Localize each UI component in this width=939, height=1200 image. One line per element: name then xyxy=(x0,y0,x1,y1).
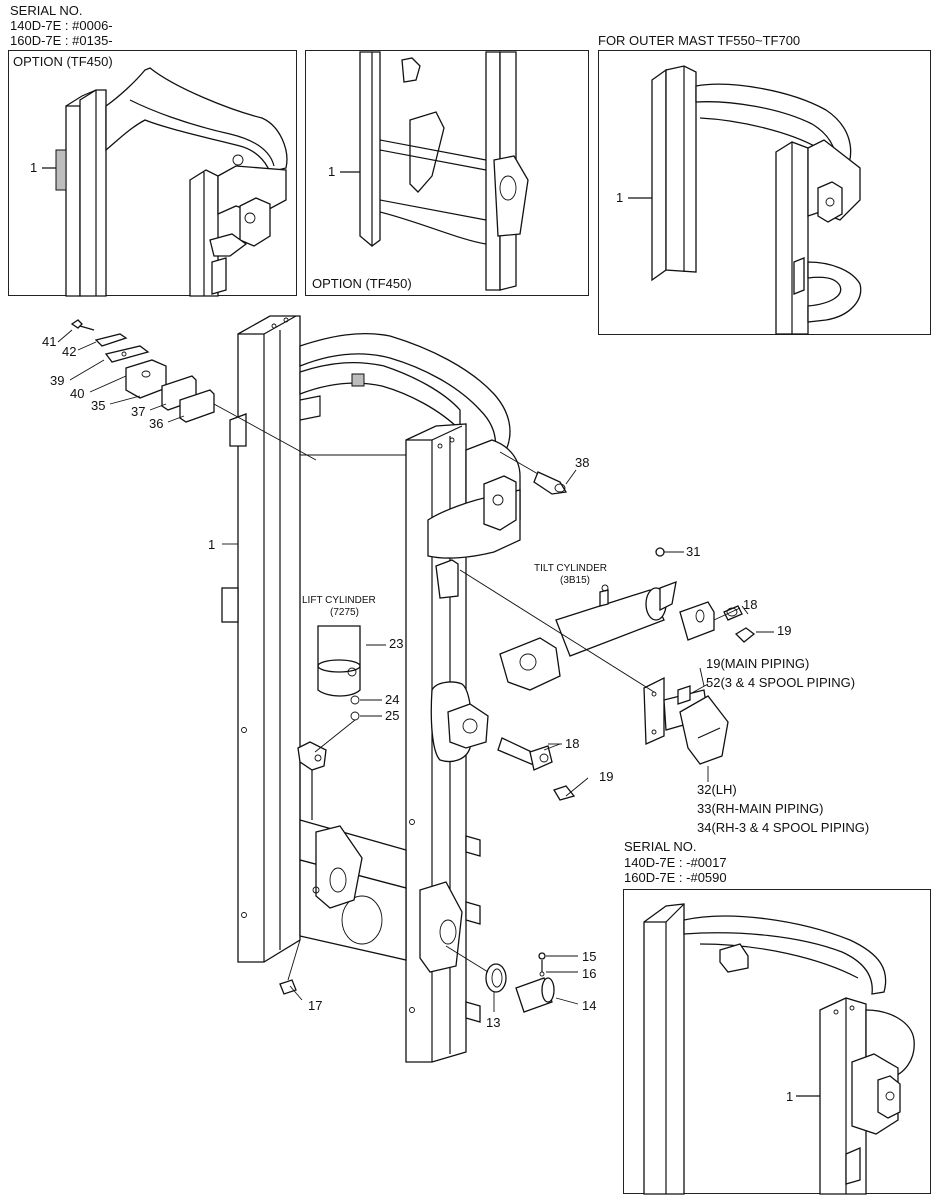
callout-41: 41 xyxy=(42,334,57,349)
inset-c-mast xyxy=(628,65,862,335)
inset-d-mast xyxy=(643,903,915,1195)
tilt-cylinder xyxy=(499,547,756,691)
leader-lines xyxy=(57,329,774,745)
hose-guard xyxy=(459,569,729,782)
callout-32: 32(LH) xyxy=(697,782,737,797)
callout-18a: 18 xyxy=(743,597,758,612)
callout-31: 31 xyxy=(686,544,701,559)
serial-160: 160D-7E : #0135- xyxy=(10,33,113,48)
inset-outer-mast xyxy=(598,50,931,335)
inset-option-mid xyxy=(305,50,589,296)
callout-52: 52(3 & 4 SPOOL PIPING) xyxy=(706,675,856,690)
callout-19a: 19 xyxy=(777,623,792,638)
callout-1-inset-a: 1 xyxy=(30,160,38,175)
callout-1-inset-d: 1 xyxy=(786,1089,794,1104)
tilt-pin-lower xyxy=(497,737,589,801)
inset-bottom-serial xyxy=(623,889,931,1194)
option-left-label: OPTION (TF450) xyxy=(13,54,113,69)
callout-16: 16 xyxy=(582,966,597,981)
callout-19-main-piping: 19(MAIN PIPING) xyxy=(706,656,810,671)
callout-39: 39 xyxy=(50,373,65,388)
lower-pivot-pin xyxy=(445,945,579,1013)
pad-shim-set xyxy=(70,319,317,461)
callout-1-main: 1 xyxy=(208,537,216,552)
callout-13: 13 xyxy=(486,1015,501,1030)
callout-25: 25 xyxy=(385,708,400,723)
grease-nipple-17 xyxy=(279,939,303,1001)
bottom-serial-title: SERIAL NO. xyxy=(624,839,697,854)
callout-40: 40 xyxy=(70,386,85,401)
callout-35: 35 xyxy=(91,398,106,413)
bottom-serial-140: 140D-7E : -#0017 xyxy=(624,855,727,870)
tilt-cylinder-label: TILT CYLINDER xyxy=(534,563,607,574)
lift-cylinder xyxy=(314,625,361,753)
callout-34: 34(RH-3 & 4 SPOOL PIPING) xyxy=(697,820,870,835)
callout-36: 36 xyxy=(149,416,164,431)
bolt-38 xyxy=(499,451,577,495)
callout-19b: 19 xyxy=(599,769,614,784)
serial-title: SERIAL NO. xyxy=(10,3,83,18)
callout-17: 17 xyxy=(308,998,323,1013)
callout-1-inset-b: 1 xyxy=(328,164,336,179)
bottom-serial-160: 160D-7E : -#0590 xyxy=(624,870,727,885)
callout-23: 23 xyxy=(389,636,404,651)
callout-1-inset-c: 1 xyxy=(616,190,624,205)
callout-15: 15 xyxy=(582,949,597,964)
tilt-cylinder-code: (3B15) xyxy=(560,575,591,586)
callout-38: 38 xyxy=(575,455,590,470)
outer-mast-label: FOR OUTER MAST TF550~TF700 xyxy=(598,33,801,48)
callout-24: 24 xyxy=(385,692,400,707)
callout-42: 42 xyxy=(62,344,77,359)
inset-a-mast xyxy=(42,67,288,297)
serial-140: 140D-7E : #0006- xyxy=(10,18,113,33)
option-mid-label: OPTION (TF450) xyxy=(312,276,412,291)
inset-b-mast xyxy=(340,51,529,291)
callout-18b: 18 xyxy=(565,736,580,751)
callout-33: 33(RH-MAIN PIPING) xyxy=(697,801,824,816)
callout-37: 37 xyxy=(131,404,146,419)
main-mast xyxy=(221,315,521,1063)
inset-option-left xyxy=(8,50,297,296)
lift-cylinder-code: (7275) xyxy=(330,607,359,618)
lift-cylinder-label: LIFT CYLINDER xyxy=(302,595,376,606)
callout-14: 14 xyxy=(582,998,597,1013)
